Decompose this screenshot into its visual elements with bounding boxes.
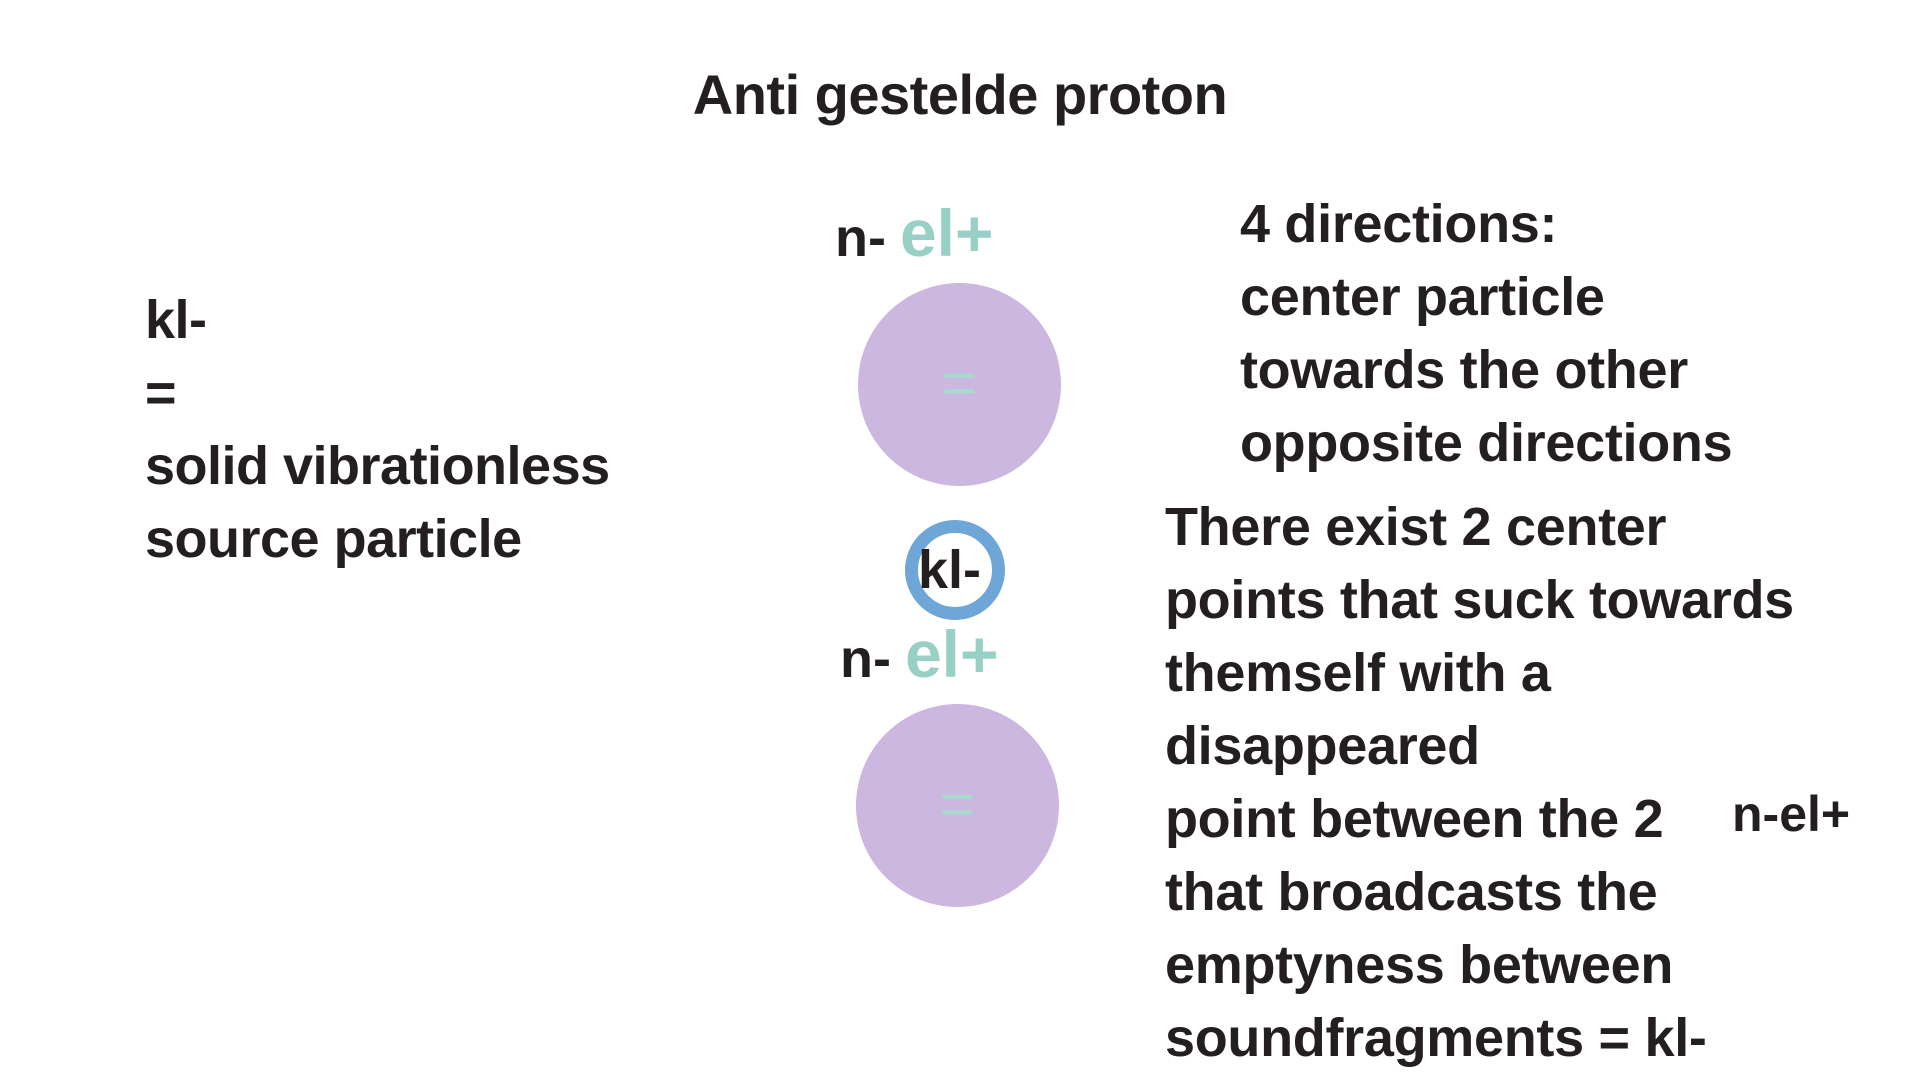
bottom-circle-symbol: = — [939, 769, 976, 839]
bottom-charge-label: n-el+ — [840, 621, 999, 687]
left-definition: kl- = solid vibrationless source particl… — [145, 284, 610, 576]
directions-line-2: center particle — [1240, 267, 1605, 327]
top-charge-label: n-el+ — [835, 200, 994, 266]
top-particle-circle: = — [858, 283, 1061, 486]
bottom-negative-label: n- — [840, 629, 891, 689]
top-positive-label: el+ — [899, 196, 994, 270]
center-ring-label: kl- — [918, 540, 982, 600]
center-points-line-8: soundfragments = kl- — [1165, 1008, 1707, 1068]
center-points-line-1: There exist 2 center — [1165, 497, 1667, 557]
bottom-particle-circle: = — [856, 704, 1059, 907]
center-points-line-2: points that suck towards — [1165, 570, 1794, 630]
center-points-line-7: emptyness between — [1165, 935, 1674, 995]
directions-line-4: opposite directions — [1240, 413, 1733, 473]
bottom-positive-label: el+ — [904, 617, 999, 691]
top-negative-label: n- — [835, 208, 886, 268]
center-points-line-3: themself with a — [1165, 643, 1551, 703]
diagram-title: Anti gestelde proton — [692, 63, 1228, 126]
left-line-2: = — [145, 363, 177, 423]
left-line-1: kl- — [145, 290, 207, 350]
directions-text: 4 directions: center particle towards th… — [1240, 188, 1733, 480]
center-points-line-6: that broadcasts the — [1165, 862, 1658, 922]
top-circle-symbol: = — [941, 348, 978, 418]
center-points-line-4: disappeared — [1165, 716, 1480, 776]
directions-line-1: 4 directions: — [1240, 194, 1558, 254]
center-points-line-5: point between the 2 — [1165, 789, 1664, 849]
directions-line-3: towards the other — [1240, 340, 1688, 400]
n-el-inline-label: n-el+ — [1732, 786, 1851, 842]
left-line-3: solid vibrationless — [145, 436, 610, 496]
left-line-4: source particle — [145, 509, 522, 569]
center-points-text: There exist 2 center points that suck to… — [1165, 491, 1794, 1075]
